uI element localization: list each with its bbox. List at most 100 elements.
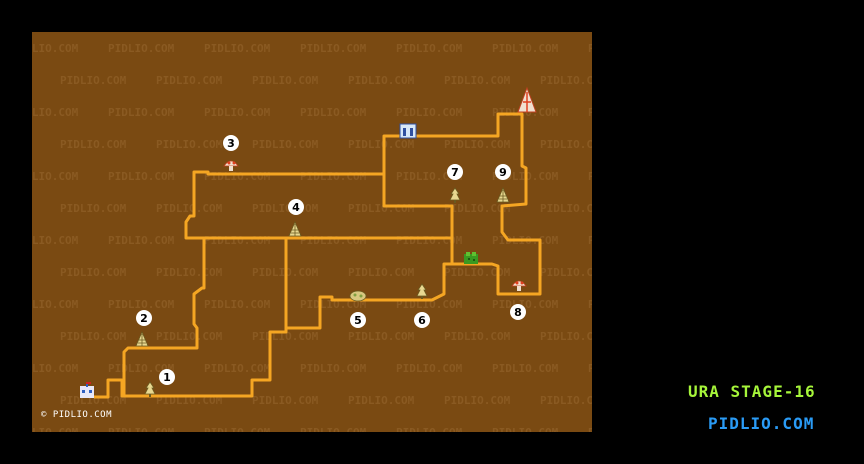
watermark-text: PIDLIO.COM: [492, 42, 559, 55]
watermark-text: PIDLIO.COM: [300, 362, 367, 375]
map-path: [94, 112, 542, 399]
stage-marker-7[interactable]: 7: [447, 164, 463, 180]
watermark-text: PIDLIO.COM: [108, 234, 175, 247]
watermark-text: PIDLIO.COM: [60, 138, 127, 151]
stage-marker-3[interactable]: 3: [223, 135, 239, 151]
watermark-text: PIDLIO.COM: [396, 106, 463, 119]
watermark-text: PIDLIO.COM: [348, 138, 415, 151]
watermark-text: PIDLIO.COM: [60, 394, 127, 407]
watermark-text: PIDLIO.COM: [588, 106, 592, 119]
stage-marker-4[interactable]: 4: [288, 199, 304, 215]
watermark-text: PIDLIO.COM: [540, 330, 592, 343]
stage-number: 7: [451, 166, 459, 179]
watermark-text: PIDLIO.COM: [444, 202, 511, 215]
watermark-text: PIDLIO.COM: [204, 106, 271, 119]
stage-marker-1[interactable]: 1: [159, 369, 175, 385]
watermark-layer: PIDLIO.COM PIDLIO.COM PIDLIO.COM PIDLIO.COM…: [32, 42, 592, 432]
watermark-text: PIDLIO.COM: [396, 170, 463, 183]
watermark-text: PIDLIO.COM: [60, 330, 127, 343]
stage-number: 4: [292, 201, 300, 214]
watermark-text: PIDLIO.COM: [348, 394, 415, 407]
watermark-text: PIDLIO.COM: [108, 170, 175, 183]
watermark-text: PIDLIO.COM: [32, 362, 79, 375]
world-map: PIDLIO.COM PIDLIO.COM PIDLIO.COM PIDLIO.COM…: [32, 32, 592, 432]
watermark-text: PIDLIO.COM: [348, 266, 415, 279]
watermark-text: PIDLIO.COM: [204, 298, 271, 311]
watermark-text: PIDLIO.COM: [32, 170, 79, 183]
watermark-text: PIDLIO.COM: [204, 42, 271, 55]
watermark-text: PIDLIO.COM: [348, 74, 415, 87]
stage-number: 6: [418, 314, 426, 327]
watermark-text: PIDLIO.COM: [540, 394, 592, 407]
stage-number: 3: [227, 137, 235, 150]
tree-icon: [449, 187, 461, 203]
watermark-text: PIDLIO.COM: [588, 170, 592, 183]
watermark-text: PIDLIO.COM: [540, 74, 592, 87]
watermark-text: PIDLIO.COM: [108, 42, 175, 55]
watermark-text: PIDLIO.COM: [156, 266, 223, 279]
watermark-text: PIDLIO.COM: [444, 138, 511, 151]
watermark-text: PIDLIO.COM: [300, 170, 367, 183]
gate-icon: [399, 123, 417, 139]
stage-title: URA STAGE-16: [688, 382, 816, 401]
watermark-text: PIDLIO.COM: [444, 74, 511, 87]
site-name[interactable]: PIDLIO.COM: [708, 414, 815, 433]
stage-marker-6[interactable]: 6: [414, 312, 430, 328]
watermark-text: PIDLIO.COM: [204, 362, 271, 375]
watermark-text: PIDLIO.COM: [588, 426, 592, 432]
watermark-text: PIDLIO.COM: [252, 202, 319, 215]
watermark-text: PIDLIO.COM: [108, 426, 175, 432]
watermark-text: PIDLIO.COM: [156, 202, 223, 215]
stage-marker-9[interactable]: 9: [495, 164, 511, 180]
watermark-text: PIDLIO.COM: [204, 426, 271, 432]
copyright-text: © PIDLIO.COM: [41, 410, 113, 420]
watermark-text: PIDLIO.COM: [60, 202, 127, 215]
watermark-text: PIDLIO.COM: [540, 138, 592, 151]
watermark-text: PIDLIO.COM: [108, 106, 175, 119]
watermark-text: PIDLIO.COM: [32, 106, 79, 119]
watermark-text: PIDLIO.COM: [588, 298, 592, 311]
fern-icon: [135, 330, 149, 347]
stage-marker-8[interactable]: 8: [510, 304, 526, 320]
goal-flag-icon: [517, 86, 537, 113]
watermark-text: PIDLIO.COM: [396, 362, 463, 375]
watermark-text: PIDLIO.COM: [32, 426, 79, 432]
watermark-text: PIDLIO.COM: [252, 74, 319, 87]
stage-number: 8: [514, 306, 522, 319]
watermark-text: PIDLIO.COM: [588, 42, 592, 55]
watermark-text: PIDLIO.COM: [252, 394, 319, 407]
watermark-text: PIDLIO.COM: [204, 170, 271, 183]
watermark-text: PIDLIO.COM: [540, 202, 592, 215]
mushroom-icon: [223, 160, 239, 171]
watermark-text: PIDLIO.COM: [444, 330, 511, 343]
stage-number: 9: [499, 166, 507, 179]
stage-marker-5[interactable]: 5: [350, 312, 366, 328]
watermark-text: PIDLIO.COM: [588, 234, 592, 247]
map-canvas: PIDLIO.COM PIDLIO.COM PIDLIO.COM PIDLIO.COM…: [32, 42, 592, 432]
watermark-text: PIDLIO.COM: [108, 298, 175, 311]
stage-marker-2[interactable]: 2: [136, 310, 152, 326]
watermark-text: PIDLIO.COM: [32, 234, 79, 247]
watermark-text: PIDLIO.COM: [156, 138, 223, 151]
stage-number: 1: [163, 371, 171, 384]
watermark-text: PIDLIO.COM: [492, 298, 559, 311]
watermark-text: PIDLIO.COM: [444, 266, 511, 279]
castle-icon: [80, 382, 94, 398]
watermark-text: PIDLIO.COM: [300, 42, 367, 55]
fern-icon: [496, 186, 510, 203]
watermark-text: PIDLIO.COM: [204, 234, 271, 247]
stage-number: 5: [354, 314, 362, 327]
watermark-text: PIDLIO.COM: [300, 234, 367, 247]
watermark-text: PIDLIO.COM: [444, 394, 511, 407]
watermark-text: PIDLIO.COM: [156, 330, 223, 343]
tree-icon: [144, 381, 156, 397]
fern-icon: [288, 220, 302, 237]
watermark-text: PIDLIO.COM: [32, 42, 79, 55]
watermark-text: PIDLIO.COM: [348, 202, 415, 215]
watermark-text: PIDLIO.COM: [348, 330, 415, 343]
watermark-text: PIDLIO.COM: [60, 74, 127, 87]
watermark-text: PIDLIO.COM: [492, 362, 559, 375]
watermark-text: PIDLIO.COM: [252, 138, 319, 151]
stage-markers: 1 2 3 4 5 6 7: [136, 135, 526, 385]
watermark-text: PIDLIO.COM: [300, 426, 367, 432]
